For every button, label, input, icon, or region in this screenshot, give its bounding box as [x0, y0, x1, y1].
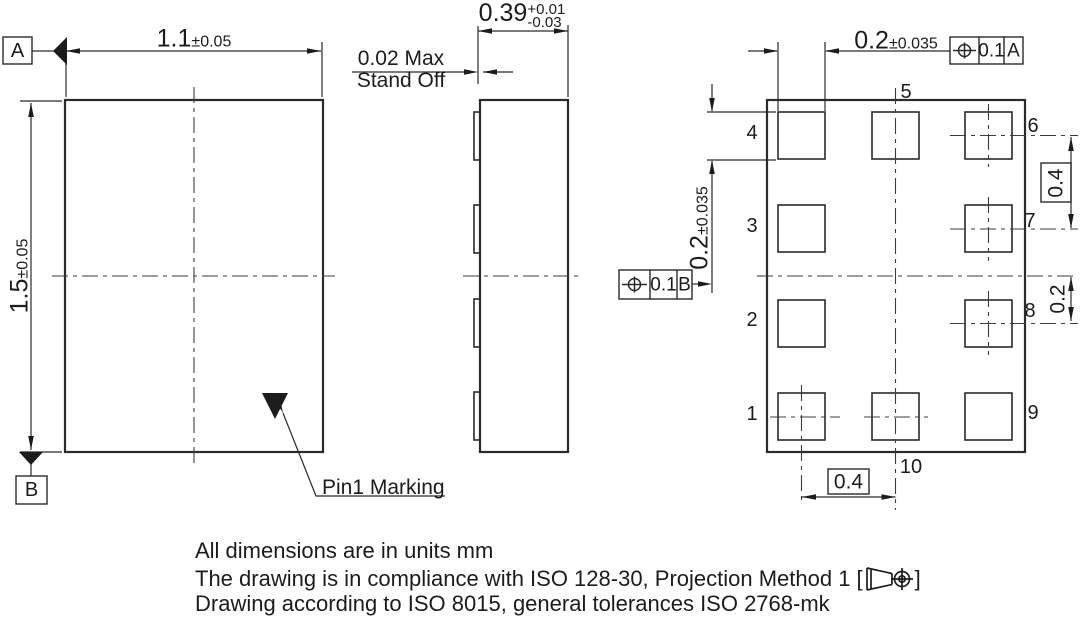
pin1-leader-line: [282, 412, 445, 497]
front-view-arrows: [19, 37, 321, 465]
fcf-a-tolerance: 0.1: [978, 40, 1005, 62]
pin-number-7: 7: [1024, 210, 1036, 232]
fcf-b-tolerance: 0.1: [650, 274, 677, 296]
feature-control-frames: [618, 36, 1072, 495]
first-angle-projection-icon: [865, 567, 913, 591]
fcf-b-datum-ref: B: [678, 274, 691, 296]
bottom-view-arrows: [698, 48, 1074, 500]
front-view-datum-boxes: [2, 36, 48, 505]
side-view-terminals: [473, 111, 481, 441]
datum-b-triangle: [19, 452, 43, 465]
note-tolerances: Drawing according to ISO 8015, general t…: [195, 591, 830, 616]
pin-number-6: 6: [1027, 115, 1039, 137]
bottom-view-dimension-lines: [692, 42, 1072, 498]
pin1-marking-triangle: [262, 393, 288, 419]
front-view-centerlines: [52, 87, 335, 463]
front-width-dimension: 1.1±0.05: [156, 24, 232, 53]
pin-number-2: 2: [746, 309, 758, 331]
pin-number-3: 3: [746, 215, 758, 237]
pin-number-1: 1: [746, 403, 758, 425]
pin-number-9: 9: [1027, 402, 1039, 424]
bottom-view-centerlines: [757, 88, 1078, 510]
offset-dimension-right: 0.2: [1046, 284, 1070, 314]
note-projection-bracket: ]: [914, 566, 921, 591]
side-width-dimension: 0.39+0.01-0.03: [478, 0, 566, 31]
pad-2: [777, 299, 826, 348]
pin-number-4: 4: [746, 122, 758, 144]
datum-b-label: B: [24, 479, 39, 501]
front-view-dimension-lines: [20, 42, 445, 497]
datum-b-box: [15, 475, 48, 505]
basic-dim-box-right: [1040, 162, 1072, 203]
pin-number-8: 8: [1024, 300, 1036, 322]
datum-a-triangle: [53, 37, 67, 65]
pad-3: [777, 204, 826, 253]
front-height-dimension: 1.5±0.05: [5, 238, 34, 314]
pin-number-5: 5: [900, 81, 912, 103]
side-view-arrows: [464, 28, 568, 75]
pad-4: [777, 111, 826, 160]
pad-height-dimension: 0.2±0.035: [685, 186, 714, 270]
fcf-a-frame: [949, 36, 1024, 65]
datum-a-box: [2, 36, 33, 65]
position-symbol-b: [622, 276, 647, 293]
position-symbol-a: [953, 42, 976, 59]
note-units: All dimensions are in units mm: [195, 538, 494, 563]
pitch-dimension-bottom: 0.4: [833, 470, 864, 493]
pad-width-dimension: 0.2±0.035: [854, 26, 938, 55]
pin1-marking-label: Pin1 Marking: [322, 476, 445, 499]
side-view-dimension-lines: [352, 25, 569, 97]
pin-number-10: 10: [899, 456, 923, 478]
fcf-b-frame: [618, 269, 693, 300]
pad-9: [964, 392, 1013, 441]
basic-dim-box-bottom: [827, 468, 870, 495]
note-projection: The drawing is in compliance with ISO 12…: [195, 566, 921, 592]
pitch-dimension-right: 0.4: [1044, 167, 1068, 198]
datum-a-label: A: [10, 40, 25, 62]
note-projection-text: The drawing is in compliance with ISO 12…: [195, 566, 863, 591]
fcf-a-datum-ref: A: [1007, 40, 1020, 62]
